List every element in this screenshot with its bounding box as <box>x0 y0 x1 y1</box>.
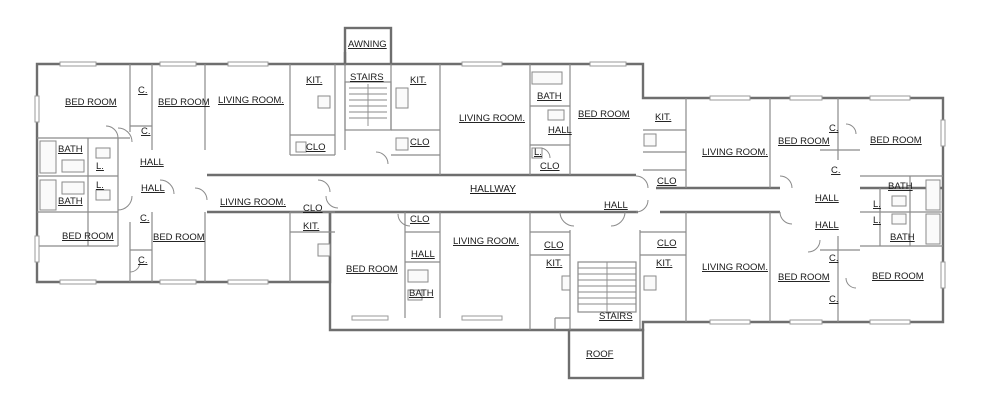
label-clo-top-center: CLO <box>540 161 560 172</box>
label-living-room-4: LIVING ROOM. <box>453 236 519 247</box>
right-wing-walls <box>643 98 943 322</box>
label-clo-5: CLO <box>544 240 564 251</box>
label-bed-room-7: BED ROOM <box>778 136 830 147</box>
label-clo-6: CLO <box>657 176 677 187</box>
door-swings <box>105 123 857 289</box>
label-living-room-2: LIVING ROOM. <box>459 113 525 124</box>
label-living-room-6: LIVING ROOM. <box>702 262 768 273</box>
label-hallway: HALLWAY <box>470 184 516 195</box>
label-bed-room-10: BED ROOM <box>872 271 924 282</box>
label-c-4: C. <box>138 255 148 266</box>
label-bath-1: BATH <box>58 144 83 155</box>
exterior-walls <box>35 26 945 380</box>
label-bed-room-9: BED ROOM <box>778 272 830 283</box>
label-kit-3: KIT. <box>303 221 319 232</box>
label-clo-4: CLO <box>410 214 430 225</box>
label-roof: ROOF <box>586 349 614 360</box>
label-l-4: L. <box>873 215 881 226</box>
label-kit-2: KIT. <box>410 75 426 86</box>
label-c-1: C. <box>138 85 148 96</box>
label-kit-6: KIT. <box>656 258 672 269</box>
label-c-7: C. <box>829 253 839 264</box>
label-bed-room-6: BED ROOM <box>346 264 398 275</box>
awning-outline <box>343 26 393 66</box>
windows <box>34 61 946 325</box>
label-bed-room-1: BED ROOM <box>65 97 117 108</box>
label-hall-3: HALL <box>411 249 435 260</box>
label-hall-2: HALL <box>141 183 165 194</box>
label-bath-top-center: BATH <box>537 91 562 102</box>
label-living-room-3: LIVING ROOM. <box>220 197 286 208</box>
label-kit-1: KIT. <box>306 75 322 86</box>
fixtures <box>39 71 941 301</box>
label-clo-7: CLO <box>657 238 677 249</box>
left-wing-walls <box>37 64 336 282</box>
label-kit-4: KIT. <box>546 258 562 269</box>
label-hall-1: HALL <box>140 157 164 168</box>
label-clo-3: CLO <box>303 203 323 214</box>
label-hall-top-center: HALL <box>548 125 572 136</box>
roof-outline <box>567 328 645 380</box>
label-clo-1: CLO <box>306 142 326 153</box>
label-l-1: L. <box>96 161 104 172</box>
stairs-bottom-run <box>577 261 637 313</box>
label-hall-center: HALL <box>604 200 628 211</box>
label-bath-4: BATH <box>888 181 913 192</box>
label-living-room-1: LIVING ROOM. <box>218 95 284 106</box>
label-c-3: C. <box>140 213 150 224</box>
label-bath-2: BATH <box>58 196 83 207</box>
label-bed-room-8: BED ROOM <box>870 135 922 146</box>
label-clo-2: CLO <box>410 137 430 148</box>
label-c-5: C. <box>829 123 839 134</box>
label-hall-4: HALL <box>815 193 839 204</box>
label-l-2: L. <box>96 180 104 191</box>
label-bed-room-3: BED ROOM <box>578 109 630 120</box>
label-c-6: C. <box>831 165 841 176</box>
label-stairs-top: STAIRS <box>350 72 384 83</box>
label-bath-3: BATH <box>409 288 434 299</box>
label-l-3: L. <box>873 199 881 210</box>
label-bath-5: BATH <box>890 232 915 243</box>
label-c-8: C. <box>829 294 839 305</box>
label-bed-room-4: BED ROOM <box>62 231 114 242</box>
label-bed-room-2: BED ROOM <box>158 97 210 108</box>
stairs-top-run <box>344 81 392 131</box>
label-living-room-5: LIVING ROOM. <box>702 147 768 158</box>
hallway-walls <box>207 173 943 214</box>
label-kit-5: KIT. <box>655 112 671 123</box>
label-c-2: C. <box>141 126 151 137</box>
label-awning: AWNING <box>348 39 387 50</box>
room-labels: AWNING STAIRS KIT. KIT. BED ROOM C. BED … <box>58 39 924 360</box>
label-bed-room-5: BED ROOM <box>153 232 205 243</box>
label-stairs-bottom: STAIRS <box>599 311 633 322</box>
label-l-top-center: L. <box>534 147 542 158</box>
label-hall-5: HALL <box>815 220 839 231</box>
